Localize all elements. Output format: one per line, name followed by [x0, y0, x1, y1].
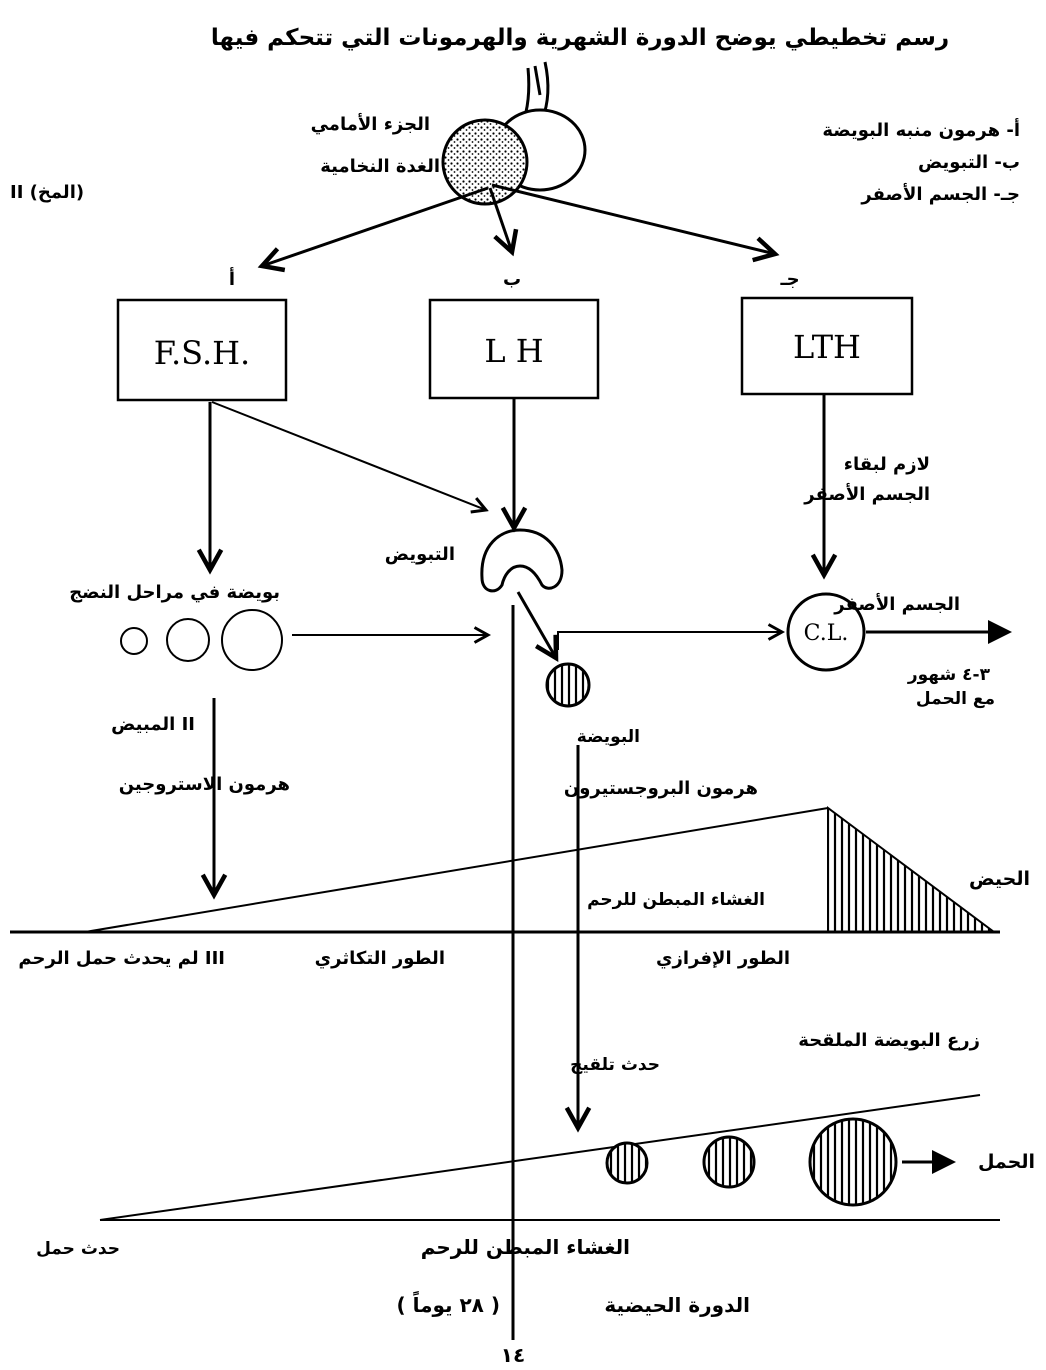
ovulation-label: التبويض: [385, 544, 455, 565]
cycle-days: ( ٢٨ يوماً ): [396, 1291, 500, 1317]
gland-label: الغدة النخامية: [320, 156, 440, 177]
branch-letter-b: ب: [503, 269, 521, 290]
ruptured-follicle: [480, 528, 564, 593]
fsh-to-ovulation-arrow: [211, 401, 486, 510]
developing-embryos: [605, 1117, 898, 1207]
arrow-to-lh: [488, 187, 512, 252]
maturing-follicles: [120, 609, 283, 671]
lh-box: L H: [428, 298, 600, 400]
released-ovum: [545, 662, 591, 708]
progesterone-label: هرمون البروجستيرون: [564, 778, 758, 799]
lth-label: LTH: [793, 328, 861, 366]
arrow-to-fsh: [262, 186, 489, 266]
corpus-luteum-label: الجسم الأصفر: [833, 593, 960, 615]
pituitary-gland: [441, 61, 587, 206]
cl-pregnancy-label: مع الحمل: [916, 689, 995, 709]
ovary-label: المبيض II: [111, 714, 195, 735]
legend-item-b: ب- التبويض: [918, 152, 1020, 173]
diagram-title: رسم تخطيطي يوضح الدورة الشهرية والهرمونا…: [211, 25, 949, 51]
fsh-label: F.S.H.: [154, 334, 250, 372]
estrogen-label: هرمون الاستروجين: [119, 774, 290, 795]
cl-months-label: ٣-٤ شهور: [907, 665, 991, 685]
pregnancy-occurred-label: حدث حمل: [36, 1239, 120, 1259]
endometrium-wedge-lower: [99, 1094, 1000, 1221]
brain-reference: II (المخ): [10, 182, 84, 203]
lth-note-line2: الجسم الأصفر: [803, 483, 930, 505]
lth-note-line1: لازم لبقاء: [844, 454, 930, 475]
legend: أ- هرمون منبه البويضة ب- التبويض جـ- الج…: [822, 118, 1020, 205]
lth-box: LTH: [740, 296, 914, 396]
pregnancy-label: الحمل: [978, 1151, 1035, 1173]
endometrium-label: الغشاء المبطن للرحم: [587, 890, 765, 910]
arrow-to-lth: [491, 183, 775, 254]
fertilization-label: حدث تلقيح: [570, 1055, 660, 1075]
lh-label: L H: [484, 332, 543, 370]
branch-letter-a: أ: [229, 267, 235, 290]
cycle-label: الدورة الحيضية: [604, 1293, 750, 1317]
proliferative-phase-label: الطور التكاثري: [315, 948, 445, 969]
menstruation-label: الحيض: [969, 868, 1030, 890]
legend-item-a: أ- هرمون منبه البويضة: [822, 118, 1020, 141]
anterior-lobe-label: الجزء الأمامي: [311, 113, 430, 135]
no-pregnancy-label: لم يحدث حمل الرحم III: [18, 948, 225, 969]
corpus-luteum: [786, 592, 866, 672]
corpus-luteum-abbr: C.L.: [804, 621, 849, 646]
day-14-marker: ١٤: [501, 1343, 525, 1367]
ovum-label: البويضة: [577, 727, 640, 747]
ovum-to-cl-arrow: [557, 632, 782, 650]
endometrium-wedge-upper: [10, 806, 1000, 934]
follicles-label: بويضة في مراحل النضج: [69, 582, 280, 603]
legend-item-c: جـ- الجسم الأصفر: [860, 183, 1020, 205]
ovulation-to-ovum-arrow: [516, 591, 556, 658]
secretory-phase-label: الطور الإفرازي: [656, 948, 790, 969]
implantation-label: زرع البويضة الملقحة: [798, 1030, 980, 1051]
anterior-lobe: [441, 118, 529, 206]
endometrium-bottom-label: الغشاء المبطن للرحم: [421, 1235, 630, 1259]
branch-letter-c: جـ: [779, 269, 799, 290]
fsh-box: F.S.H.: [116, 298, 288, 402]
